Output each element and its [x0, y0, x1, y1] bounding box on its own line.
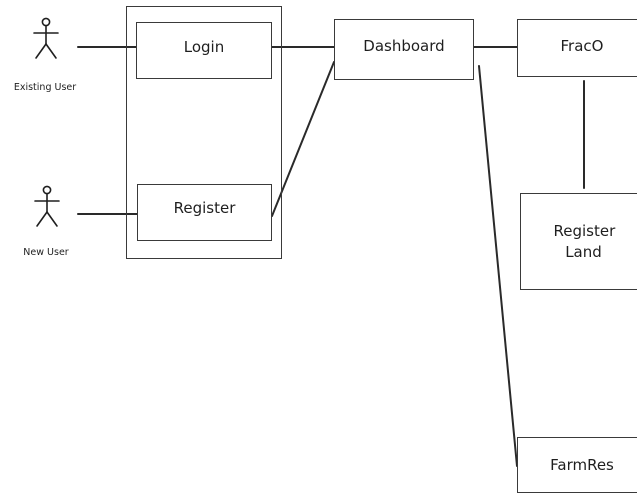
farmres-label: FarmRes — [550, 455, 614, 474]
new-user-label: New User — [23, 247, 69, 258]
register-land-label: Register Land — [553, 222, 616, 261]
connector-register-dashboard — [271, 61, 335, 217]
register-label: Register — [173, 199, 236, 217]
register-land-box[interactable]: Register Land — [520, 193, 637, 290]
fraco-label: FracO — [560, 37, 604, 55]
fraco-box[interactable]: FracO — [517, 19, 637, 77]
existing-user-label: Existing User — [13, 82, 77, 93]
new-user-actor-icon — [34, 185, 60, 227]
auth-system-boundary — [126, 6, 282, 259]
login-box[interactable]: Login — [136, 22, 272, 79]
login-label: Login — [183, 38, 225, 56]
connector-dashboard-farmres — [478, 65, 518, 467]
dashboard-label: Dashboard — [363, 37, 445, 55]
register-box[interactable]: Register — [137, 184, 272, 241]
existing-user-actor-icon — [33, 17, 59, 59]
farmres-box[interactable]: FarmRes — [517, 437, 637, 493]
dashboard-box[interactable]: Dashboard — [334, 19, 474, 80]
